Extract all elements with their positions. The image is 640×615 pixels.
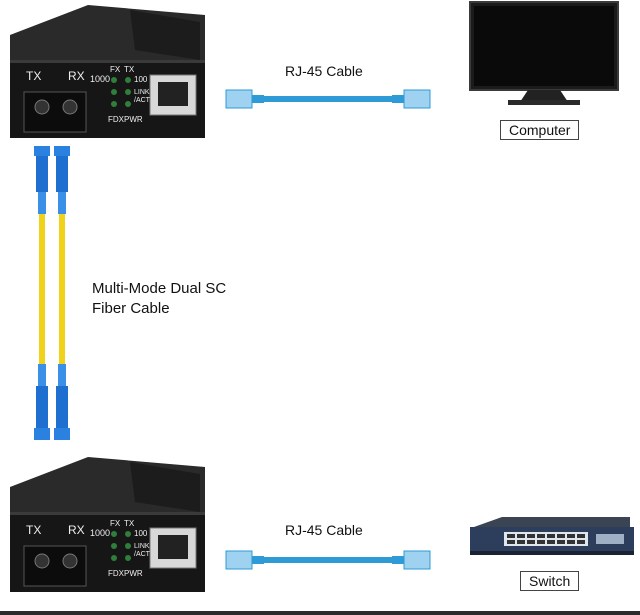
fiber-label-line2: Fiber Cable [92,300,170,317]
top-speed-label: 1000 [90,74,110,84]
top-pwr-label: PWR [124,115,143,124]
computer-label: Computer [500,120,580,140]
bottom-border [0,611,640,615]
fiber-cable [34,146,70,440]
bottom-fdx-label: FDX [108,569,125,578]
network-switch [470,517,634,555]
fiber-label-line1: Multi-Mode Dual SC [92,280,227,297]
top-cable-label: RJ-45 Cable [285,63,363,79]
top-fdx-label: FDX [108,115,125,124]
bottom-tx-label: TX [26,523,41,537]
top-tx-label: TX [26,69,41,83]
bottom-speed-label: 1000 [90,528,110,538]
bottom-link-label: LINK [134,543,150,550]
bottom-100-label: 100 [134,529,148,538]
bottom-media-converter: TX RX 1000 FX TX 100 LINK /ACT FDX PWR [10,457,205,592]
bottom-act-label: /ACT [134,551,151,558]
bottom-rx-label: RX [68,523,85,537]
bottom-cable-label: RJ-45 Cable [285,522,363,538]
top-rj45-cable [225,89,431,109]
switch-label: Switch [520,571,580,591]
top-txled-label: TX [124,65,135,74]
computer-monitor [469,1,619,105]
top-100-label: 100 [134,75,148,84]
top-link-label: LINK [134,89,150,96]
top-rx-label: RX [68,69,85,83]
bottom-pwr-label: PWR [124,569,143,578]
top-act-label: /ACT [134,97,151,104]
bottom-txled-label: TX [124,519,135,528]
top-fx-label: FX [110,65,121,74]
bottom-rj45-cable [225,550,431,570]
top-media-converter: TX RX 1000 FX TX 100 LINK /ACT FDX PWR [10,5,205,138]
bottom-fx-label: FX [110,519,121,528]
